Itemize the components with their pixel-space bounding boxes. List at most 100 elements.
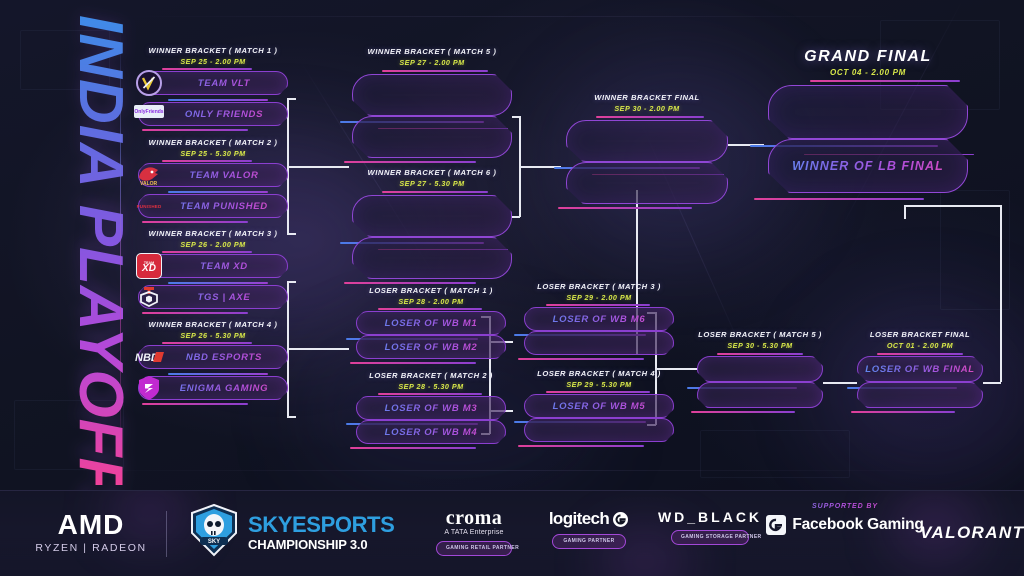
- connector-lbfinal-to-gf: [1000, 205, 1002, 382]
- slot-pill: [356, 420, 506, 444]
- match-date: SEP 27 - 2.00 PM: [399, 58, 465, 67]
- match-title: LOSER BRACKET ( MATCH 1 ): [369, 286, 493, 295]
- slot-pill: [138, 285, 288, 309]
- slot-pill: [356, 335, 506, 359]
- slot-pill: [697, 356, 823, 382]
- slot-team[interactable]: LOSER OF WB M1: [356, 308, 506, 335]
- sponsor-logitech[interactable]: logitech GAMING PARTNER: [534, 509, 644, 549]
- connector-gf-down: [904, 205, 906, 219]
- slot-accent-bottom: [851, 411, 955, 413]
- connector-gf-in: [965, 205, 1001, 207]
- slot-team[interactable]: [566, 116, 728, 162]
- slot-pill: [697, 382, 823, 408]
- team-punished-logo: PUNISHED: [136, 203, 162, 209]
- slot-accent-top: [596, 116, 704, 118]
- slot-team[interactable]: [768, 85, 968, 139]
- supported-by-label: SUPPORTED BY: [760, 503, 930, 510]
- sponsor-skyesports[interactable]: SKY SKYESPORTS CHAMPIONSHIP 3.0: [188, 503, 410, 561]
- slot-accent-bottom: [518, 358, 644, 360]
- slot-pill: [524, 331, 674, 355]
- slot-pill: [352, 237, 512, 279]
- slot-pill: [138, 376, 288, 400]
- slot-accent-top: [162, 68, 252, 70]
- logitech-partner-badge: GAMING PARTNER: [552, 534, 626, 549]
- connector-wb-m3-stub: [287, 281, 296, 283]
- slot-team[interactable]: [566, 162, 728, 204]
- slot-accent-top: [378, 393, 482, 395]
- slot-team[interactable]: LOSER OF WB M3: [356, 393, 506, 420]
- only-friends-logo: OnlyFriends: [134, 105, 164, 118]
- match-lb-3: LOSER BRACKET ( MATCH 3 ) SEP 29 - 2.00 …: [514, 282, 674, 360]
- slot-team[interactable]: TEAM VLT: [136, 68, 288, 96]
- slot-team[interactable]: [352, 116, 512, 158]
- svg-text:NBD: NBD: [135, 352, 159, 364]
- slot-team[interactable]: [697, 353, 823, 382]
- slot-team[interactable]: WINNER OF LB FINAL: [768, 139, 968, 193]
- slot-team[interactable]: [697, 382, 823, 408]
- slot-team[interactable]: [352, 70, 512, 116]
- slot-accent-bottom: [142, 312, 248, 314]
- slot-team[interactable]: TGS | AXE: [138, 282, 288, 309]
- sponsor-amd[interactable]: AMD RYZEN | RADEON: [26, 509, 156, 554]
- sponsor-croma[interactable]: croma A TATA Enterprise GAMING RETAIL PA…: [424, 507, 524, 556]
- sponsor-wd-black[interactable]: WD_BLACK GAMING STORAGE PARTNER: [650, 509, 770, 545]
- match-title: WINNER BRACKET FINAL: [594, 93, 700, 102]
- connector-to-wb-final: [519, 166, 561, 168]
- slot-pill: [768, 85, 968, 139]
- bg-circuit-4: [14, 400, 124, 470]
- match-title: LOSER BRACKET ( MATCH 5 ): [698, 330, 822, 339]
- slot-pill: [356, 311, 506, 335]
- slot-team[interactable]: ENIGMA GAMING: [136, 373, 288, 401]
- skyesports-sublabel: CHAMPIONSHIP 3.0: [248, 536, 368, 552]
- enigma-gaming-logo: [136, 375, 162, 401]
- slot-team-name: WINNER OF LB FINAL: [768, 159, 968, 173]
- slot-team[interactable]: LOSER OF WB M4: [356, 420, 506, 444]
- slot-team[interactable]: [352, 191, 512, 237]
- slot-accent-bottom: [691, 411, 795, 413]
- slot-team[interactable]: NBD NBD ESPORTS: [135, 342, 288, 369]
- wd-black-partner-badge: GAMING STORAGE PARTNER: [671, 530, 761, 545]
- sponsor-valorant[interactable]: VALORANT: [920, 523, 1023, 543]
- slot-team[interactable]: VALOR TEAM VALOR: [138, 160, 288, 187]
- title-divider-line: [120, 28, 121, 460]
- slot-team[interactable]: LOSER OF WB FINAL: [857, 353, 983, 382]
- page-title: INDIA PLAYOFFS: [66, 15, 135, 539]
- slot-team[interactable]: [857, 382, 983, 408]
- match-title: WINNER BRACKET ( MATCH 5 ): [367, 47, 497, 56]
- croma-logo-text: croma: [445, 507, 503, 529]
- slot-team[interactable]: [352, 237, 512, 279]
- match-title: WINNER BRACKET ( MATCH 2 ): [148, 138, 278, 147]
- slot-pill: [857, 356, 983, 382]
- slot-pill: [352, 74, 512, 116]
- match-title: LOSER BRACKET ( MATCH 3 ): [537, 282, 661, 291]
- match-grand-final: GRAND FINAL OCT 04 - 2.00 PM WINNER OF L…: [750, 48, 974, 200]
- slot-team[interactable]: LOSER OF WB M2: [356, 335, 506, 359]
- slot-pill: [352, 116, 512, 158]
- slot-accent-top: [168, 191, 268, 193]
- match-title: WINNER BRACKET ( MATCH 6 ): [367, 168, 497, 177]
- slot-accent-top: [168, 99, 268, 101]
- connector-lb-m5-to-final: [823, 382, 857, 384]
- slot-accent-bottom: [344, 161, 476, 163]
- logitech-g-icon: [613, 511, 629, 527]
- slot-team[interactable]: PUNISHED TEAM PUNISHED: [137, 191, 288, 218]
- match-date: SEP 28 - 2.00 PM: [398, 297, 464, 306]
- match-lb-4: LOSER BRACKET ( MATCH 4 ) SEP 29 - 5.30 …: [514, 369, 674, 447]
- slot-team[interactable]: TEAM XD TEAM XD: [136, 251, 288, 279]
- slot-team[interactable]: LOSER OF WB M6: [524, 304, 674, 331]
- slot-accent-top: [382, 191, 488, 193]
- wd-black-logo-text: WD_BLACK: [657, 509, 763, 525]
- match-wb-6: WINNER BRACKET ( MATCH 6 ) SEP 27 - 5.30…: [340, 168, 512, 284]
- slot-team[interactable]: LOSER OF WB M5: [524, 391, 674, 418]
- match-date: SEP 29 - 2.00 PM: [566, 293, 632, 302]
- match-date: SEP 25 - 5.30 PM: [180, 149, 246, 158]
- sky-esports-skull-logo: SKY: [188, 503, 240, 561]
- slot-accent-top: [162, 160, 252, 162]
- slot-team[interactable]: OnlyFriends ONLY FRIENDS: [134, 99, 288, 126]
- bg-circuit-1: [20, 30, 110, 90]
- sponsor-facebook-gaming[interactable]: SUPPORTED BY Facebook Gaming: [760, 503, 930, 535]
- slot-team[interactable]: [524, 331, 674, 355]
- slot-team[interactable]: [524, 418, 674, 442]
- match-date: SEP 29 - 5.30 PM: [566, 380, 632, 389]
- amd-logo-text: AMD: [57, 509, 125, 540]
